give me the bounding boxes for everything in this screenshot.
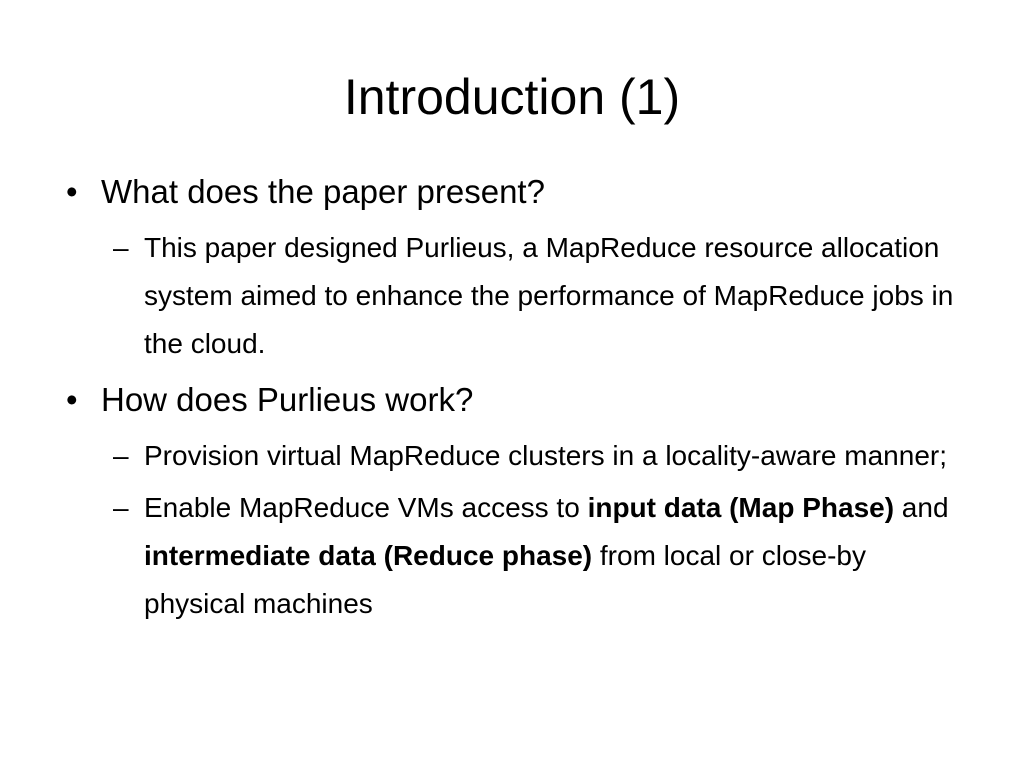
slide-content: • What does the paper present? – This pa…: [66, 168, 966, 632]
sub-bullet-text: Provision virtual MapReduce clusters in …: [144, 440, 948, 471]
bullet-marker: •: [66, 173, 78, 210]
text-segment: Enable MapReduce VMs access to: [144, 492, 588, 523]
bullet-marker: •: [66, 381, 78, 418]
sub-bullet-text: Enable MapReduce VMs access to input dat…: [144, 492, 949, 619]
slide-title: Introduction (1): [343, 69, 681, 125]
text-segment: and: [894, 492, 949, 523]
bullet-point: • What does the paper present?: [66, 168, 966, 216]
bullet-text: How does Purlieus work?: [101, 381, 474, 418]
sub-bullet-marker: –: [113, 440, 129, 471]
sub-bullet-point: – This paper designed Purlieus, a MapRed…: [113, 224, 966, 368]
sub-bullet-marker: –: [113, 232, 129, 263]
sub-bullet-point: – Provision virtual MapReduce clusters i…: [113, 432, 966, 480]
bold-text-segment: intermediate data (Reduce phase): [144, 540, 593, 571]
bullet-text: What does the paper present?: [101, 173, 545, 210]
sub-bullet-point: – Enable MapReduce VMs access to input d…: [113, 484, 966, 628]
text-segment: from local or close-by physical machines: [144, 540, 866, 619]
sub-bullet-marker: –: [113, 492, 129, 523]
bullet-point: • How does Purlieus work?: [66, 376, 966, 424]
bold-text-segment: input data (Map Phase): [587, 492, 895, 523]
sub-bullet-text: This paper designed Purlieus, a MapReduc…: [144, 232, 954, 359]
